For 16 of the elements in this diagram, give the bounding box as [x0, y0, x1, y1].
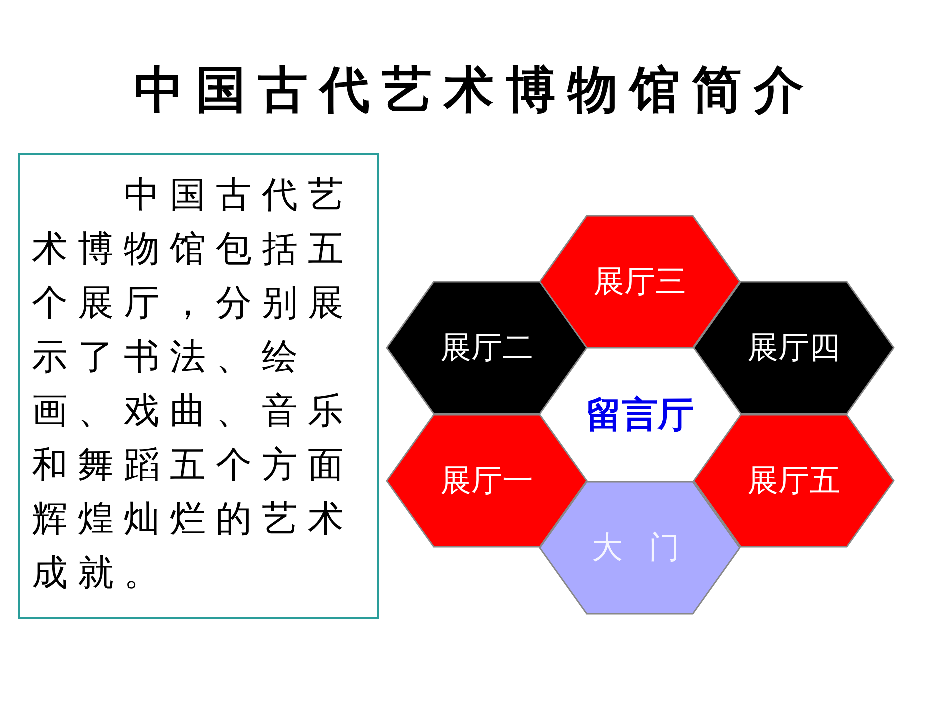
hall-label: 留言厅 [575, 390, 705, 440]
description-text: 中国古代艺术博物馆包括五个展厅，分别展示了书法、绘画、戏曲、音乐和舞蹈五个方面辉煌灿烂的艺术成就。 [32, 174, 355, 596]
hexagon-room [386, 414, 588, 548]
hall-label: 展厅四 [748, 329, 840, 368]
text-panel [18, 153, 379, 619]
hall-label: 展厅三 [594, 263, 686, 302]
hexagon-entrance [539, 481, 741, 615]
hexagon-room [693, 414, 895, 548]
title: 中国古代艺术博物馆简介 [133, 59, 817, 121]
hexagon-room [693, 281, 895, 415]
hall-label: 大 门 [592, 529, 688, 568]
hall-label: 展厅二 [440, 329, 534, 368]
hexagon-room [539, 215, 741, 349]
hall-label: 展厅五 [748, 462, 840, 501]
hexagon-room [386, 281, 588, 415]
hall-label: 展厅一 [440, 462, 534, 501]
